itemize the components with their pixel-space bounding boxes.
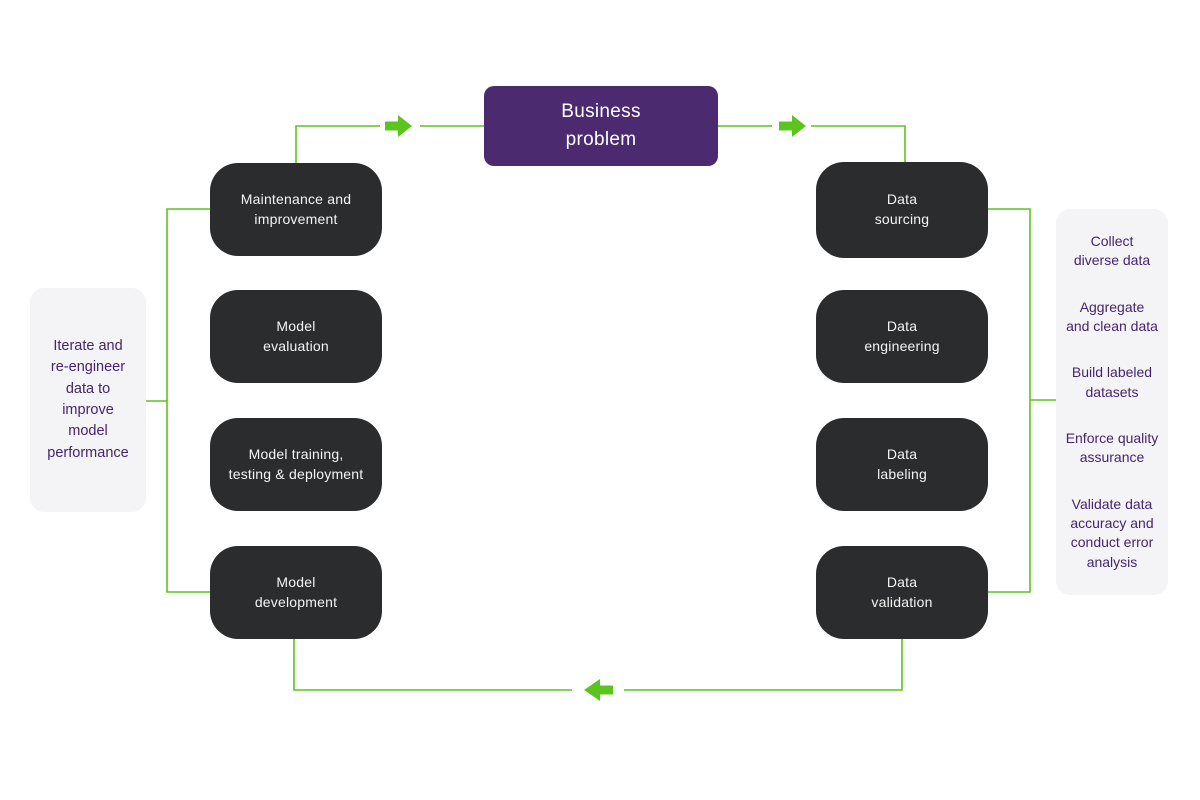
node-data-labeling: Data labeling: [816, 418, 988, 511]
connector-left-bracket: [166, 208, 210, 593]
arrow-right-icon: [779, 115, 806, 137]
node-data-sourcing: Data sourcing: [816, 162, 988, 258]
panel-item-aggregate-clean-data: Aggregate and clean data: [1066, 298, 1158, 335]
node-model-evaluation: Model evaluation: [210, 290, 382, 383]
node-maintenance-improvement: Maintenance and improvement: [210, 163, 382, 256]
arrow-right-icon: [385, 115, 412, 137]
panel-left-text: Iterate and re-engineer data to improve …: [47, 337, 129, 461]
panel-data-activities: Collect diverse data Aggregate and clean…: [1056, 209, 1168, 595]
connector-bottom-left: [293, 638, 572, 691]
panel-iterate-reengineer: Iterate and re-engineer data to improve …: [30, 288, 146, 512]
connector-right-bracket: [988, 208, 1031, 593]
node-data-engineering: Data engineering: [816, 290, 988, 383]
node-data-validation: Data validation: [816, 546, 988, 639]
panel-item-build-labeled-datasets: Build labeled datasets: [1071, 364, 1153, 400]
panel-item-enforce-quality-assurance: Enforce quality assurance: [1065, 430, 1159, 466]
node-model-development: Model development: [210, 546, 382, 639]
connector-maintenance-to-business: [295, 125, 380, 163]
connector-bottom-right: [624, 638, 903, 691]
node-model-training-testing-deployment: Model training, testing & deployment: [210, 418, 382, 511]
connector-arrow-to-sourcing: [811, 125, 906, 162]
panel-item-validate-data-accuracy: Validate data accuracy and conduct error…: [1070, 495, 1154, 570]
arrow-left-icon: [584, 679, 613, 701]
node-business-problem: Business problem: [484, 86, 718, 166]
panel-item-collect-diverse-data: Collect diverse data: [1073, 233, 1151, 269]
